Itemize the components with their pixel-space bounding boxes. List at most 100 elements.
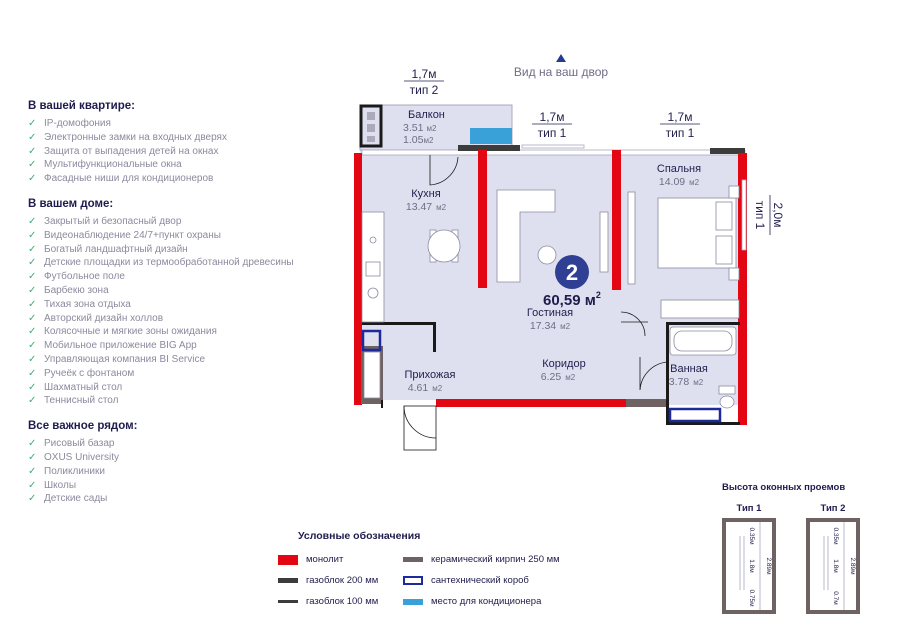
svg-text:0.75м: 0.75м: [748, 589, 755, 607]
legend-item-gasblock-200: газоблок 200 мм: [278, 575, 403, 586]
window-heights: Высота оконных проемов Тип 1 0.35м 1.8м …: [722, 482, 882, 619]
features-section-house: В вашем доме: ✓Закрытый и безопасный дво…: [28, 198, 318, 408]
doors: [403, 155, 669, 451]
sofa: [496, 189, 556, 283]
svg-text:0.7м: 0.7м: [832, 591, 839, 605]
check-icon: ✓: [28, 243, 37, 255]
feature-list: ✓IP-домофония ✓Электронные замки на вход…: [28, 117, 318, 186]
list-item: ✓Видеонаблюдение 24/7+пункт охраны: [28, 229, 221, 241]
window-type-2-diagram: 0.35м 1.8м 0.7м 2.89м: [806, 518, 860, 614]
section-title: В вашей квартире:: [28, 100, 135, 112]
legend: Условные обозначения монолит керамически…: [278, 530, 608, 607]
list-item: ✓Шахматный стол: [28, 381, 123, 393]
section-title: Все важное рядом:: [28, 420, 138, 433]
window-type-2: Тип 2 0.35м 1.8м 0.7м 2.89м: [806, 503, 860, 619]
svg-text:тип 1: тип 1: [666, 126, 695, 140]
check-icon: ✓: [28, 395, 37, 407]
monolith-swatch: [278, 554, 298, 565]
svg-text:Ванная: Ванная: [670, 363, 708, 375]
list-item: ✓Детские сады: [28, 493, 108, 505]
features-section-nearby: Все важное рядом: ✓Рисовый базар ✓OXUS U…: [28, 420, 318, 506]
legend-item-sanitary: сантехнический короб: [403, 575, 603, 586]
svg-text:2,0м: 2,0м: [771, 203, 785, 228]
svg-text:тип 2: тип 2: [410, 83, 439, 97]
svg-text:0.35м: 0.35м: [832, 527, 839, 545]
list-item: ✓Защита от выпадения детей на окнах: [28, 145, 219, 157]
check-icon: ✓: [28, 257, 37, 269]
svg-text:2.89м: 2.89м: [849, 557, 856, 575]
list-item: ✓Мобильное приложение BIG App: [28, 340, 197, 352]
check-icon: ✓: [28, 353, 37, 365]
features-section-apartment: В вашей квартире: ✓IP-домофония ✓Электро…: [28, 100, 318, 186]
gasblock-200-swatch: [278, 578, 298, 583]
window-dim-2: 1,7м тип 1: [532, 110, 572, 140]
windows-title: Высота оконных проемов: [722, 482, 846, 493]
tv-stand: [599, 211, 609, 273]
rooms-count: 2: [566, 260, 578, 285]
svg-text:0.35м: 0.35м: [748, 527, 755, 545]
check-icon: ✓: [28, 326, 37, 338]
svg-text:Спальня: Спальня: [657, 163, 701, 175]
list-item: ✓Электронные замки на входных дверях: [28, 131, 227, 143]
bed: [657, 185, 740, 281]
north-windows: [361, 144, 746, 156]
brick-swatch: [403, 557, 423, 562]
check-icon: ✓: [28, 271, 37, 283]
list-item: ✓Фасадные ниши для кондиционеров: [28, 173, 214, 185]
list-item: ✓Управляющая компания BI Service: [28, 353, 206, 365]
section-title: В вашем доме:: [28, 197, 114, 210]
window-type-1: Тип 1 0.35м 1.8м 0.75м 2.89м: [722, 503, 776, 619]
check-icon: ✓: [28, 493, 37, 505]
list-item: ✓OXUS University: [28, 451, 120, 463]
svg-text:Коридор: Коридор: [542, 358, 585, 370]
svg-text:тип 1: тип 1: [753, 201, 767, 230]
svg-text:1,7м: 1,7м: [540, 110, 565, 124]
check-icon: ✓: [28, 479, 37, 491]
window-dim-4: 2,0м тип 1: [753, 195, 785, 235]
check-icon: ✓: [28, 131, 37, 143]
sanitary-swatch: [403, 576, 423, 585]
list-item: ✓Мультифункциональные окна: [28, 159, 182, 171]
rooms-count-badge: [555, 255, 589, 289]
legend-item-ac: место для кондиционера: [403, 596, 603, 607]
monolith-walls: [354, 150, 747, 425]
check-icon: ✓: [28, 381, 37, 393]
list-item: ✓IP-домофония: [28, 118, 111, 129]
vent-shaft: [359, 104, 383, 148]
list-item: ✓Теннисный стол: [28, 395, 119, 407]
svg-text:Прихожая: Прихожая: [405, 369, 456, 381]
check-icon: ✓: [28, 284, 37, 296]
check-icon: ✓: [28, 312, 37, 324]
check-icon: ✓: [28, 465, 37, 477]
hallway-closet: [363, 351, 381, 399]
svg-text:1.05м2: 1.05м2: [403, 134, 434, 146]
check-icon: ✓: [28, 298, 37, 310]
features-panel: В вашей квартире: ✓IP-домофония ✓Электро…: [28, 100, 318, 518]
svg-text:тип 1: тип 1: [538, 126, 567, 140]
wardrobe-bedroom: [627, 191, 636, 285]
svg-text:Кухня: Кухня: [411, 188, 440, 200]
svg-text:1.8м: 1.8м: [748, 559, 755, 573]
check-icon: ✓: [28, 215, 37, 227]
legend-title: Условные обозначения: [298, 530, 421, 542]
svg-text:1.8м: 1.8м: [832, 559, 839, 573]
svg-text:2.89м: 2.89м: [765, 557, 772, 575]
svg-text:Гостиная: Гостиная: [527, 307, 573, 319]
list-item: ✓Футбольное поле: [28, 271, 125, 283]
legend-item-monolith: монолит: [278, 554, 403, 565]
check-icon: ✓: [28, 173, 37, 185]
list-item: ✓Школы: [28, 479, 77, 491]
floor-plan: Вид на ваш двор 1,7м тип 2 1,7м тип 1 1,…: [354, 54, 785, 451]
toilet: [718, 385, 736, 409]
sanitary-boxes: [361, 329, 722, 423]
list-item: ✓Поликлиники: [28, 465, 105, 477]
